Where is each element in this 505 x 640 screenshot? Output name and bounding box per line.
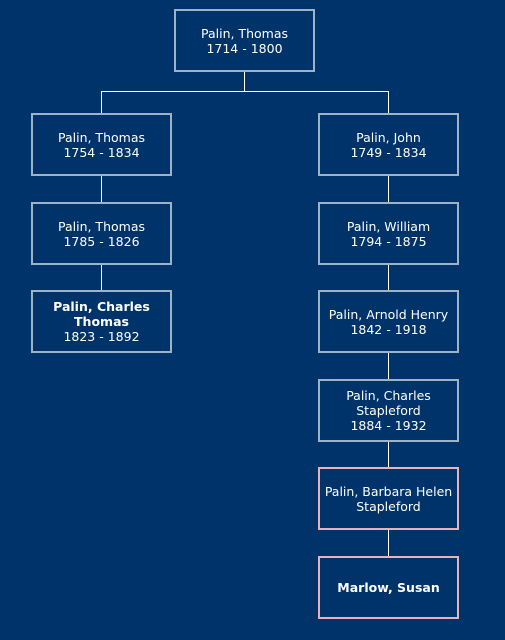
- person-dates: 1714 - 1800: [206, 40, 283, 56]
- person-box-right-4[interactable]: Palin, Charles Stapleford 1884 - 1932: [318, 379, 459, 442]
- person-name: Palin, Charles Thomas: [53, 299, 150, 329]
- person-box-left-3[interactable]: Palin, Charles Thomas 1823 - 1892: [31, 290, 172, 353]
- branch-bar: [101, 91, 389, 92]
- right-connector: [388, 530, 389, 556]
- person-dates: 1884 - 1932: [350, 418, 427, 433]
- person-box-left-1[interactable]: Palin, Thomas 1754 - 1834: [31, 113, 172, 176]
- person-dates: 1754 - 1834: [63, 144, 140, 160]
- right-connector: [388, 264, 389, 290]
- right-drop-connector: [388, 91, 389, 113]
- person-dates: 1749 - 1834: [350, 144, 427, 160]
- person-dates: 1794 - 1875: [350, 233, 427, 249]
- person-name: Palin, Arnold Henry: [328, 306, 449, 322]
- person-box-right-6[interactable]: Marlow, Susan: [318, 556, 459, 619]
- person-box-right-5[interactable]: Palin, Barbara Helen Stapleford: [318, 467, 459, 530]
- person-name: Palin, Thomas: [200, 25, 288, 41]
- left-drop-connector: [101, 91, 102, 113]
- person-name: Palin, Thomas: [57, 129, 145, 145]
- person-name: Marlow, Susan: [337, 580, 440, 595]
- person-box-right-3[interactable]: Palin, Arnold Henry 1842 - 1918: [318, 290, 459, 353]
- person-box-left-2[interactable]: Palin, Thomas 1785 - 1826: [31, 202, 172, 265]
- left-connector: [101, 264, 102, 290]
- person-box-right-1[interactable]: Palin, John 1749 - 1834: [318, 113, 459, 176]
- root-connector: [244, 71, 245, 91]
- person-dates: 1785 - 1826: [63, 233, 140, 249]
- right-connector: [388, 441, 389, 467]
- right-connector: [388, 176, 389, 202]
- person-name: Palin, Barbara Helen Stapleford: [324, 483, 453, 514]
- person-name: Palin, Charles Stapleford: [346, 388, 431, 418]
- person-box-root[interactable]: Palin, Thomas 1714 - 1800: [174, 9, 315, 72]
- right-connector: [388, 353, 389, 379]
- person-name: Palin, Thomas: [57, 218, 145, 234]
- person-name: Palin, John: [356, 129, 421, 145]
- left-connector: [101, 176, 102, 202]
- person-dates: 1823 - 1892: [63, 329, 140, 344]
- person-box-right-2[interactable]: Palin, William 1794 - 1875: [318, 202, 459, 265]
- person-name: Palin, William: [346, 218, 431, 234]
- person-dates: 1842 - 1918: [350, 321, 427, 337]
